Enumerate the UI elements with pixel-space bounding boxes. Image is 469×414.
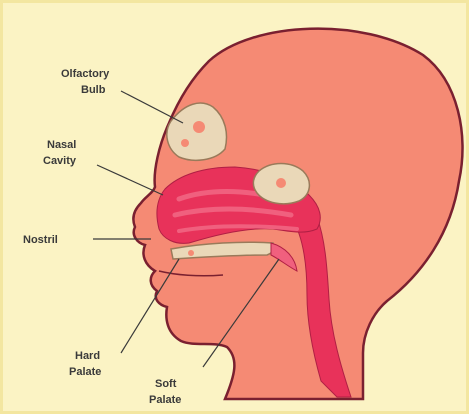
soft-palate-label: Soft Palate xyxy=(149,378,181,406)
hard-palate-label: Hard Palate xyxy=(69,350,103,378)
nasal-cavity-leader xyxy=(97,165,163,195)
olfactory-bulb-leader xyxy=(121,91,183,123)
nostril-label: Nostril xyxy=(23,234,58,246)
bone-spot xyxy=(276,178,286,188)
head-cross-section-diagram: Olfactory Bulb Nasal Cavity Nostril Hard… xyxy=(3,3,469,414)
bone-spot xyxy=(181,139,189,147)
bone-spot xyxy=(193,121,205,133)
bone-spot xyxy=(188,250,194,256)
olfactory-bulb-label: Olfactory Bulb xyxy=(61,68,112,96)
nasal-cavity-label: Nasal Cavity xyxy=(43,139,79,167)
